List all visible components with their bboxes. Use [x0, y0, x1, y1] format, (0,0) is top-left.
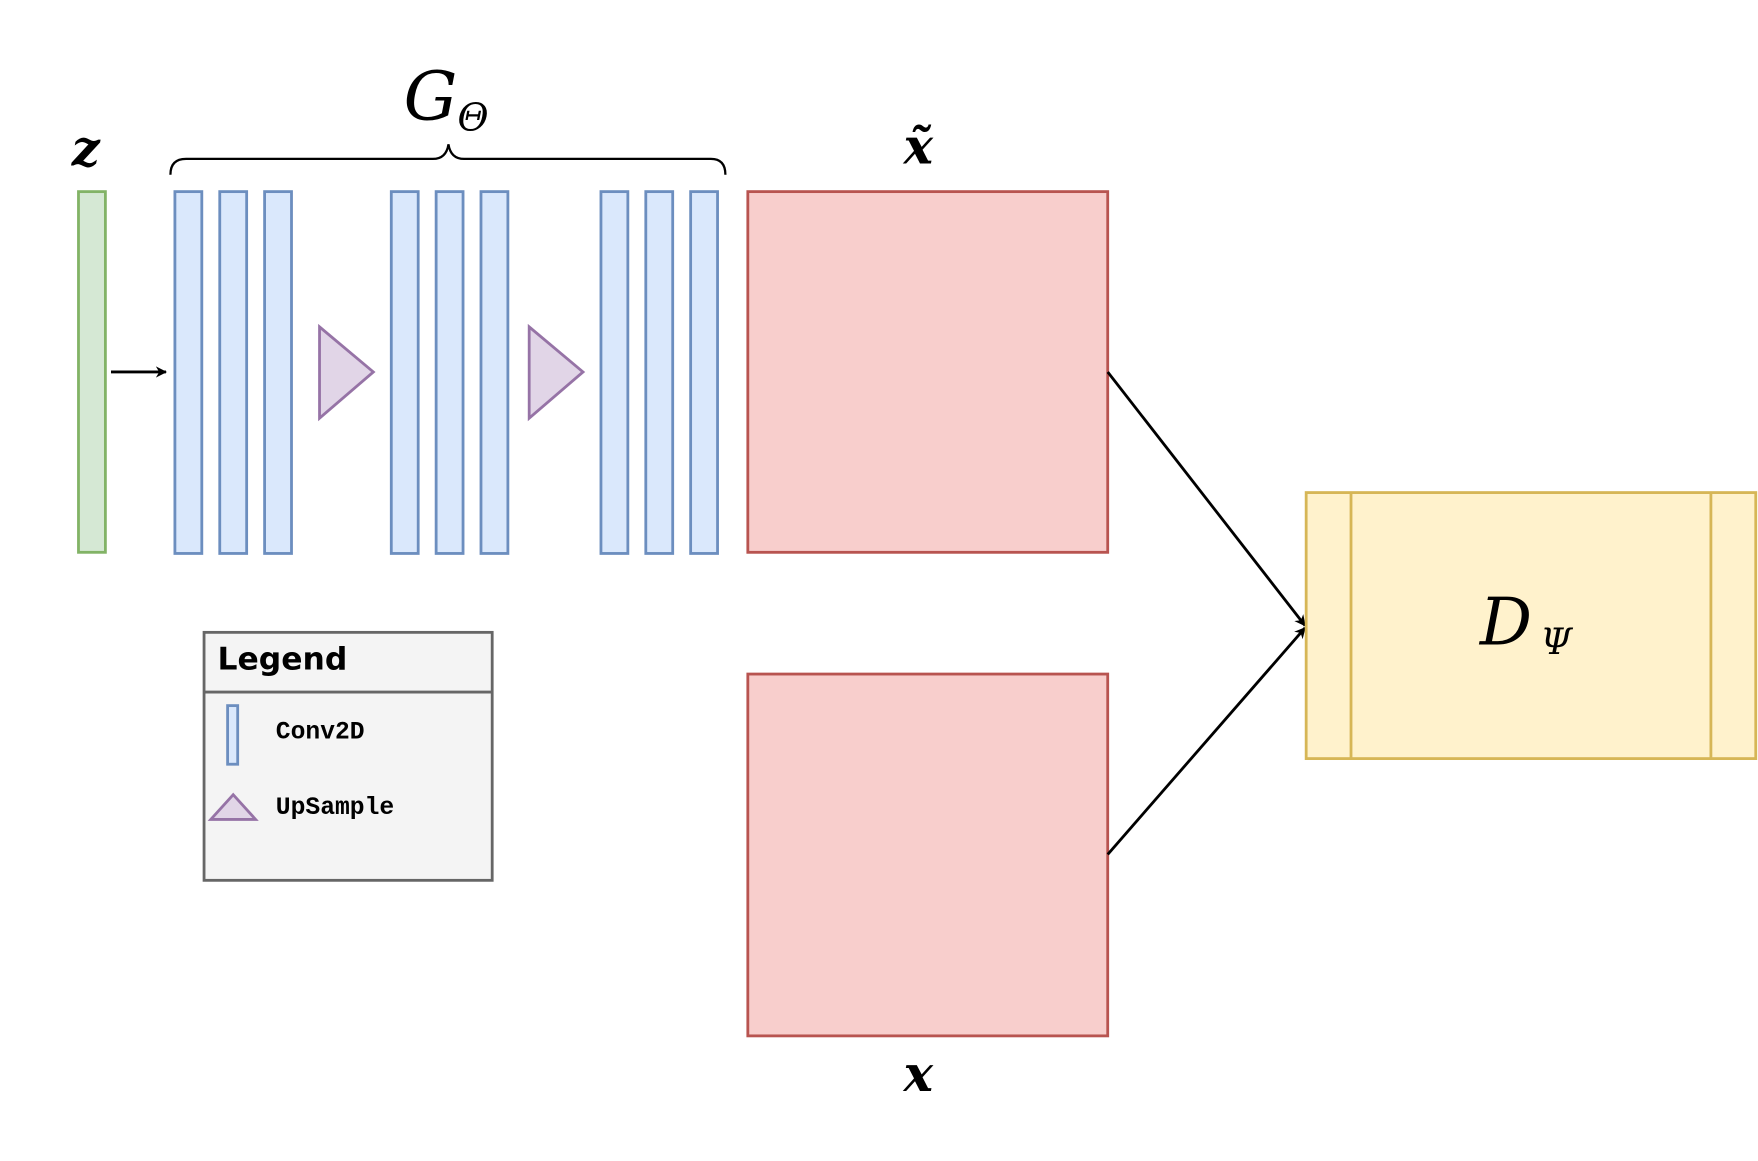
- legend: Legend Conv2D UpSample: [202, 630, 494, 882]
- legend-item-upsample: UpSample: [276, 794, 394, 822]
- generator-brace: [169, 144, 727, 175]
- conv-layer: [479, 190, 510, 555]
- legend-title: Legend: [218, 641, 348, 677]
- conv-bar-icon: [226, 704, 240, 766]
- fake-to-discriminator-arrow: [1106, 371, 1307, 627]
- generator-letter: G: [404, 56, 458, 135]
- upsample-triangle-icon: [207, 792, 259, 821]
- conv-block-2: [389, 190, 510, 555]
- conv-layer: [644, 190, 675, 555]
- conv-layer: [689, 190, 719, 555]
- conv-layer: [599, 190, 630, 555]
- real-to-discriminator-arrow: [1106, 626, 1307, 856]
- discriminator-subscript: Ψ: [1540, 622, 1573, 663]
- upsample-layer: [527, 323, 586, 422]
- real-image: [746, 672, 1110, 1038]
- conv-layer: [389, 190, 420, 555]
- conv-block-1: [173, 190, 293, 555]
- real-image-label: x: [903, 1045, 934, 1103]
- conv-layer: [434, 190, 465, 555]
- latent-vector: [77, 190, 107, 554]
- upsample-layer: [318, 323, 376, 422]
- conv-layer: [218, 190, 249, 555]
- generator-subscript: Θ: [457, 97, 488, 141]
- conv-layer: [263, 190, 293, 555]
- fake-image: [746, 190, 1110, 554]
- conv-block-3: [599, 190, 719, 555]
- conv-layer: [173, 190, 204, 555]
- discriminator: D Ψ: [1304, 491, 1758, 761]
- fake-image-label: x̃: [903, 117, 934, 175]
- discriminator-letter: D: [1479, 585, 1532, 661]
- generator-label: G Θ: [404, 56, 489, 140]
- latent-label: z: [71, 120, 101, 178]
- legend-item-conv2d: Conv2D: [276, 718, 365, 746]
